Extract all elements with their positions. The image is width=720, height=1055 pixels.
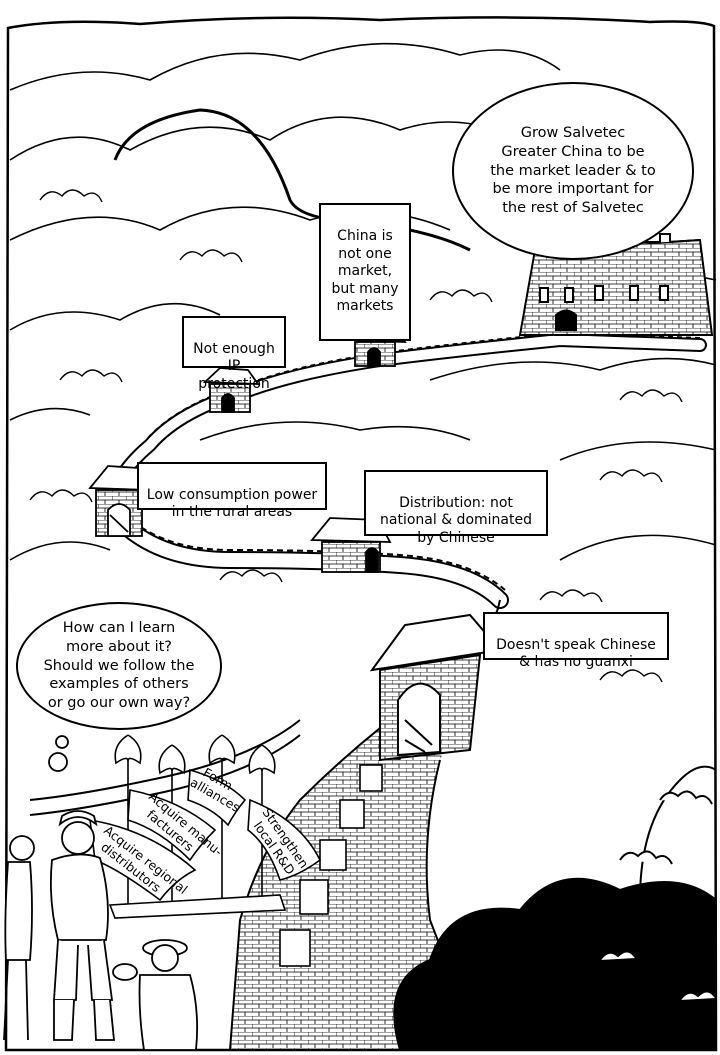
distant-wall xyxy=(113,108,471,252)
caption-language: Doesn't speak Chinese & has no guanxi xyxy=(483,612,669,670)
caption-consumption: Low consumption power in the rural areas xyxy=(137,462,327,520)
flag-rnd-banner xyxy=(247,798,322,881)
halberd-poles xyxy=(108,734,287,919)
caption-language-text: Doesn't speak Chinese & has no guanxi xyxy=(496,636,656,671)
tower-ip xyxy=(202,367,260,413)
caption-china-markets-text: China is not one market, but many market… xyxy=(331,228,399,315)
question-thought-bubble: How can I learn more about it? Should we… xyxy=(16,602,222,730)
question-text: How can I learn more about it? Should we… xyxy=(43,619,195,712)
page-frame xyxy=(4,16,718,1052)
caption-distribution-text: Distribution: not national & dominated b… xyxy=(380,494,532,546)
explorer-characters xyxy=(3,810,199,1051)
caption-china-markets: China is not one market, but many market… xyxy=(319,203,411,341)
thought-tail xyxy=(48,735,69,772)
flag-manufacturers-banner xyxy=(127,789,217,862)
goal-speech-bubble: Grow Salvetec Greater China to be the ma… xyxy=(452,82,694,260)
flag-distributors-banner xyxy=(89,819,197,902)
goal-text: Grow Salvetec Greater China to be the ma… xyxy=(490,124,656,217)
tower-left xyxy=(88,465,152,537)
gate-tower xyxy=(369,613,502,762)
caption-consumption-text: Low consumption power in the rural areas xyxy=(146,486,318,521)
caption-ip-protection: Not enough IP protection xyxy=(182,316,286,392)
caption-ip-protection-text: Not enough IP protection xyxy=(193,340,275,392)
foreground-bushes xyxy=(393,765,717,1051)
flag-alliances-banner xyxy=(187,768,247,827)
caption-distribution: Distribution: not national & dominated b… xyxy=(364,470,548,546)
